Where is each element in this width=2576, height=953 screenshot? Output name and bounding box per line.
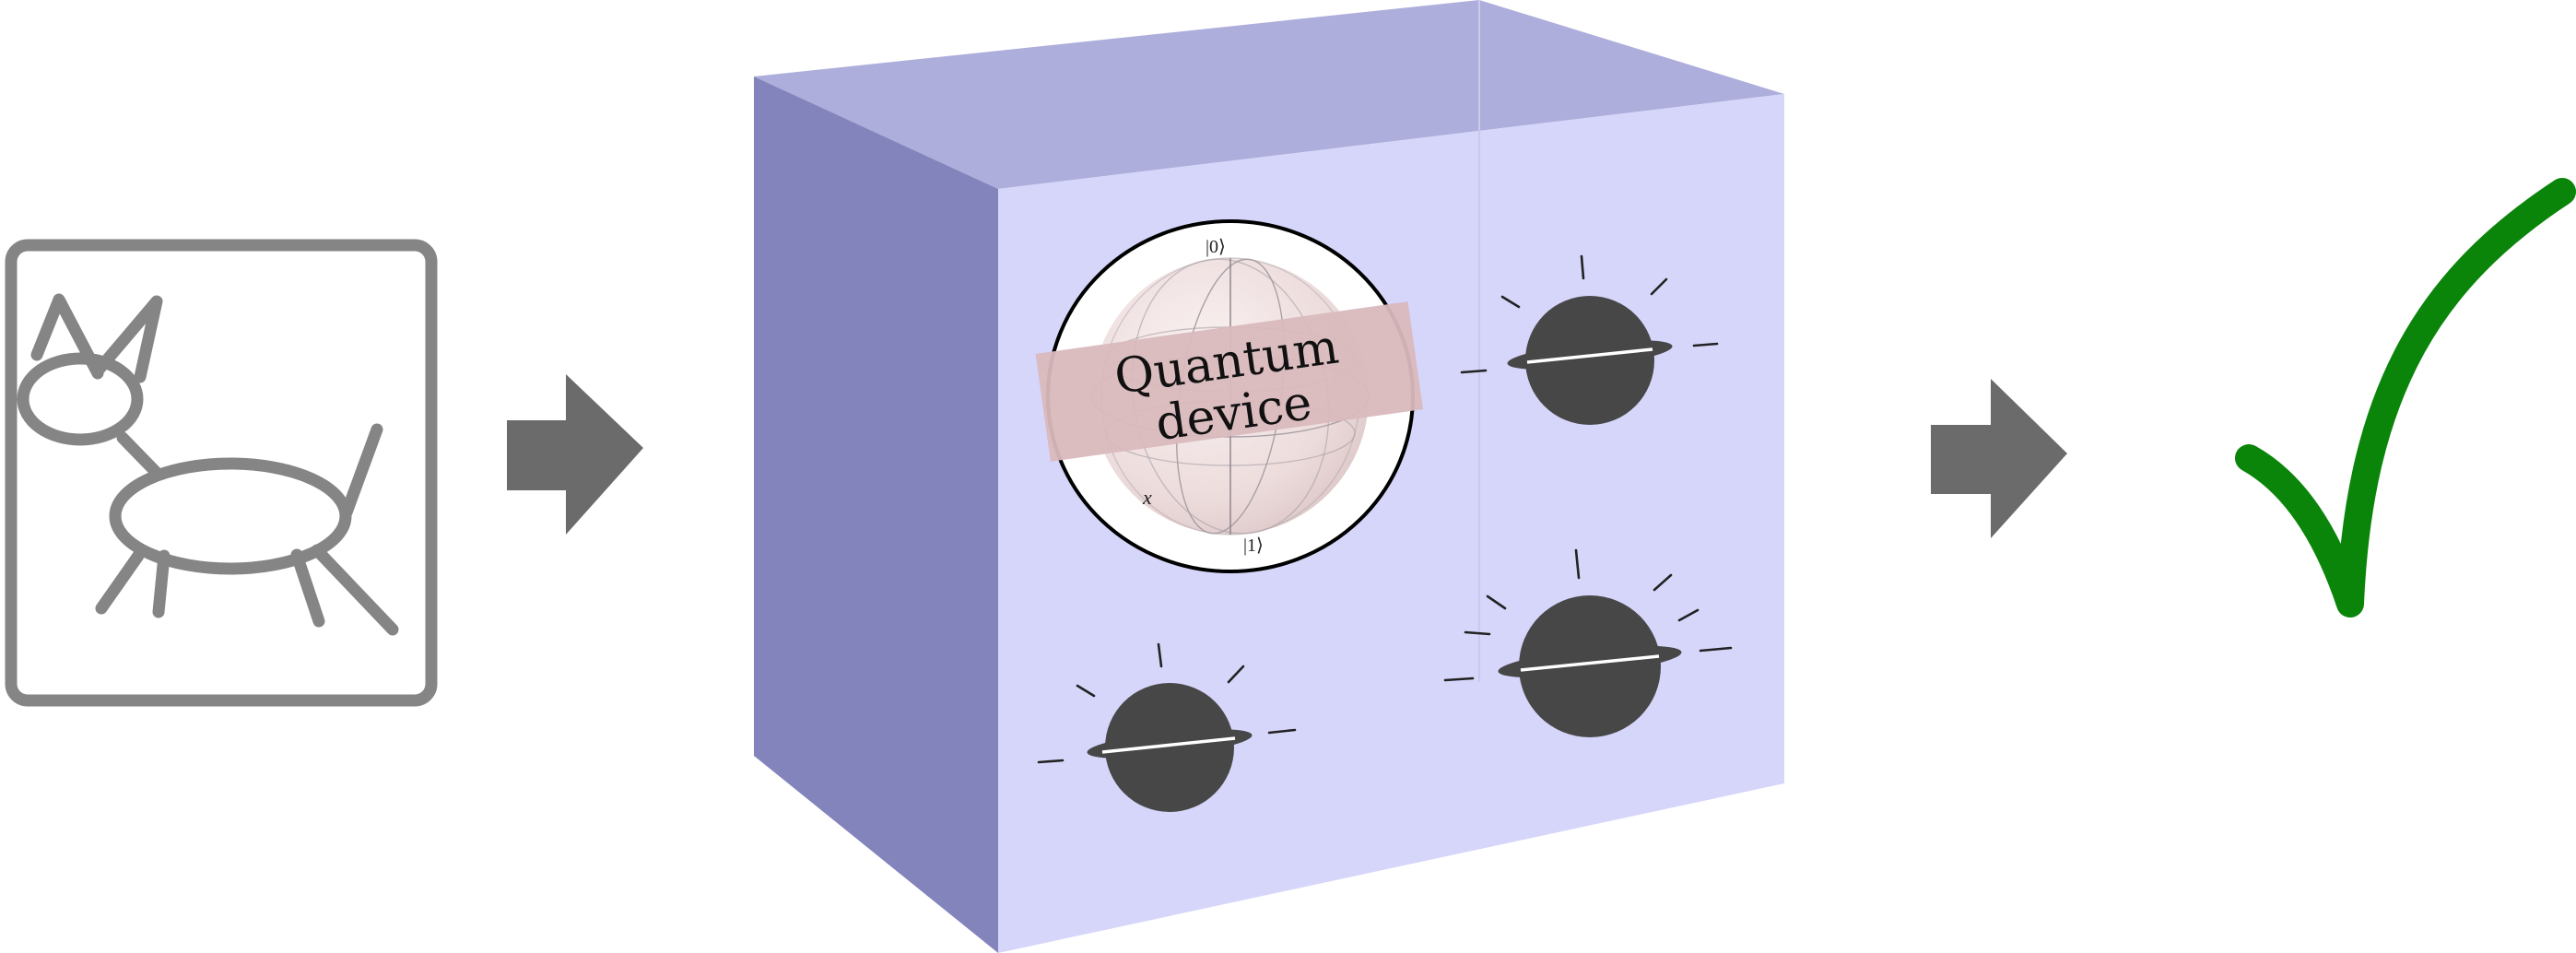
box-side-face bbox=[754, 76, 998, 953]
right-arrow-icon bbox=[1931, 379, 2067, 538]
cat-leg bbox=[311, 544, 399, 636]
dial-knob-icon bbox=[1460, 254, 1719, 425]
cat-tail bbox=[340, 423, 383, 519]
cat-head bbox=[17, 352, 144, 446]
dial-knob-icon bbox=[1037, 642, 1297, 812]
cat-leg bbox=[152, 549, 171, 618]
cat-neck bbox=[116, 431, 163, 479]
box-top-face bbox=[754, 0, 1784, 189]
cat-frame bbox=[5, 239, 438, 707]
cat-body bbox=[109, 457, 352, 575]
cat-leg bbox=[95, 549, 145, 615]
device-label-band: Quantum device bbox=[1035, 301, 1423, 462]
bloch-ket1-label: |1⟩ bbox=[1243, 535, 1264, 556]
cat-leg bbox=[290, 548, 325, 628]
bloch-sphere-bubble: |0⟩ |1⟩ x Quantum device bbox=[1035, 219, 1423, 573]
cat-ear-left bbox=[30, 293, 104, 380]
right-arrow-icon bbox=[507, 374, 643, 535]
cat-ear-right bbox=[93, 295, 163, 383]
cat-drawing-icon bbox=[5, 239, 438, 707]
bloch-x-axis-label: x bbox=[1142, 486, 1152, 509]
bloch-ket0-label: |0⟩ bbox=[1206, 237, 1226, 257]
checkmark-icon bbox=[2235, 178, 2576, 618]
dial-knob-icon bbox=[1443, 548, 1733, 737]
